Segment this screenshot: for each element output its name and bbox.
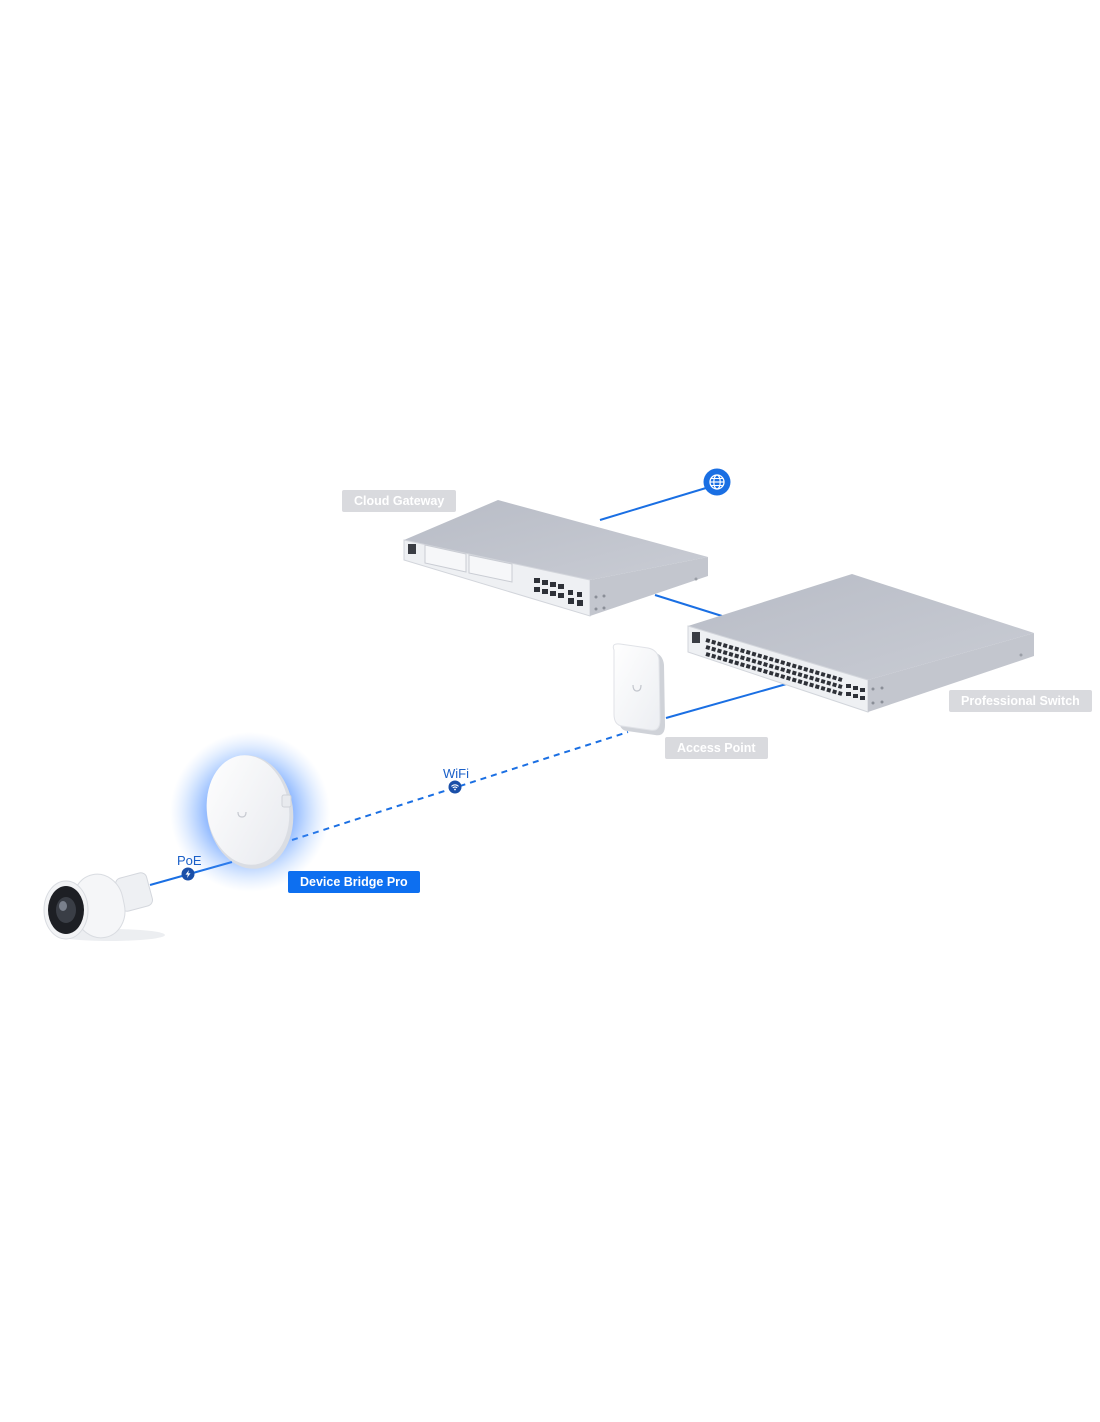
cloud-gateway-device [403, 500, 708, 617]
bolt-icon [181, 867, 195, 881]
switch-sfp-ports [846, 684, 865, 700]
globe-icon [703, 468, 731, 496]
wifi-icon [448, 780, 462, 794]
professional-switch-device [687, 574, 1034, 713]
device-bridge-pro-label[interactable]: Device Bridge Pro [288, 871, 420, 893]
wifi-connection-label: WiFi [443, 766, 469, 781]
access-point-device [612, 643, 665, 736]
gateway-port-array [534, 578, 583, 606]
cloud-gateway-label[interactable]: Cloud Gateway [342, 490, 457, 512]
switch-ap-link-line [665, 682, 791, 719]
internet-link-line [599, 487, 707, 521]
access-point-label[interactable]: Access Point [665, 737, 768, 759]
poe-connection-label: PoE [177, 853, 202, 868]
gateway-switch-link-line [654, 594, 723, 617]
professional-switch-label[interactable]: Professional Switch [949, 690, 1092, 712]
camera-device [43, 872, 165, 941]
device-bridge-pro-device [170, 732, 330, 892]
